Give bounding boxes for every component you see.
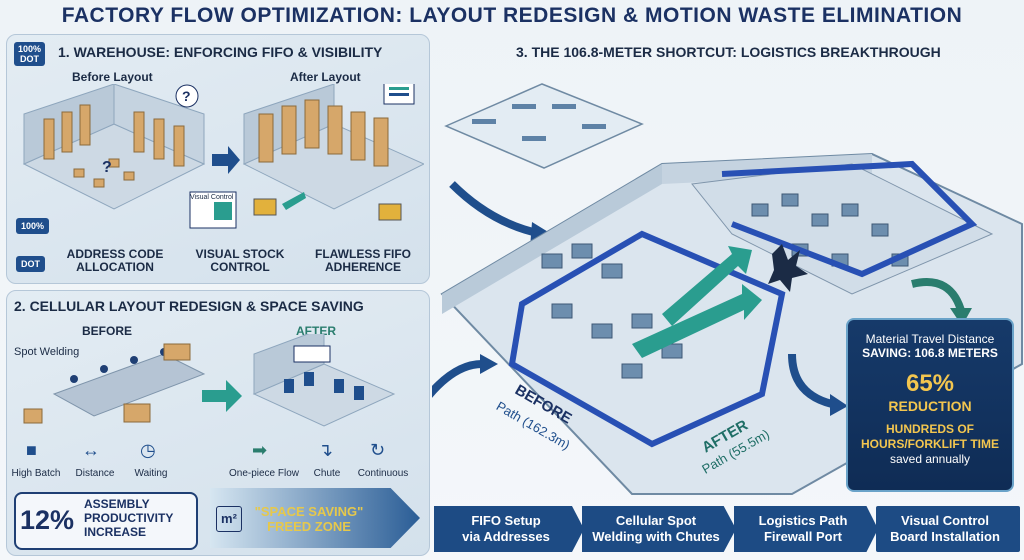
step-cellular-welding: Cellular Spot Welding with Chutes — [582, 506, 736, 552]
before-layout-label: Before Layout — [72, 70, 153, 84]
step-logistics-path: Logistics Path Firewall Port — [734, 506, 878, 552]
waiting-icon: ◷ — [140, 440, 156, 460]
svg-text:?: ? — [102, 159, 112, 176]
continuous-icon: ↻ — [370, 440, 386, 460]
after-layout-label: After Layout — [290, 70, 361, 84]
dot-flag-badge: 100% DOT — [14, 42, 46, 66]
truck-dot-badge: DOT — [16, 256, 45, 272]
step-fifo-setup: FIFO Setup via Addresses — [434, 506, 584, 552]
visual-control-label: Visual Control — [190, 194, 234, 201]
distance-label: Distance — [75, 468, 115, 479]
svg-text:?: ? — [182, 88, 191, 104]
section2-heading: 2. CELLULAR LAYOUT REDESIGN & SPACE SAVI… — [14, 298, 364, 314]
page-title: FACTORY FLOW OPTIMIZATION: LAYOUT REDESI… — [61, 4, 963, 27]
summary-line1: Material Travel Distance — [865, 332, 995, 346]
caption-visual-stock: VISUAL STOCK CONTROL — [195, 247, 285, 274]
section3-heading: 3. THE 106.8-METER SHORTCUT: LOGISTICS B… — [516, 44, 941, 60]
savings-summary-box: Material Travel Distance SAVING: 106.8 M… — [846, 318, 1014, 492]
caption-fifo: FLAWLESS FIFO ADHERENCE — [315, 247, 411, 274]
section1-heading: 1. WAREHOUSE: ENFORCING FIFO & VISIBILIT… — [58, 44, 383, 60]
summary-reduction: REDUCTION — [888, 398, 972, 414]
caption-address-code: ADDRESS CODE ALLOCATION — [66, 247, 164, 274]
high-batch-label: High Batch — [11, 468, 61, 479]
high-batch-icon: ■ — [26, 440, 37, 460]
productivity-text: ASSEMBLY PRODUCTIVITY INCREASE — [84, 497, 174, 539]
distance-icon: ↔ — [82, 440, 100, 460]
summary-annual: saved annually — [889, 452, 971, 466]
summary-hours: HUNDREDS OF HOURS/FORKLIFT TIME — [861, 422, 999, 451]
one-piece-flow-icon: ➡ — [252, 440, 268, 460]
productivity-value: 12% — [20, 505, 75, 535]
spot-welding-label: Spot Welding — [14, 346, 80, 358]
waiting-label: Waiting — [134, 468, 168, 479]
one-piece-flow-label: One-piece Flow — [228, 468, 300, 479]
cellular-illustration — [23, 334, 396, 427]
freed-zone-text: "SPACE SAVING" FREED ZONE — [254, 504, 364, 534]
chute-icon: ↴ — [318, 440, 334, 460]
truck-100-badge: 100% — [16, 218, 50, 234]
productivity-stat-box — [14, 492, 198, 550]
continuous-label: Continuous — [357, 468, 409, 479]
warehouse-illustration: ? ? — [22, 84, 424, 229]
freed-zone-arrow — [210, 488, 420, 548]
before-label: BEFORE — [82, 324, 133, 338]
summary-percent: 65% — [905, 370, 955, 397]
step-visual-control: Visual Control Board Installation — [876, 506, 1020, 552]
chute-label: Chute — [313, 468, 341, 479]
area-icon: m² — [216, 506, 242, 532]
summary-line2: SAVING: 106.8 METERS — [862, 346, 998, 360]
